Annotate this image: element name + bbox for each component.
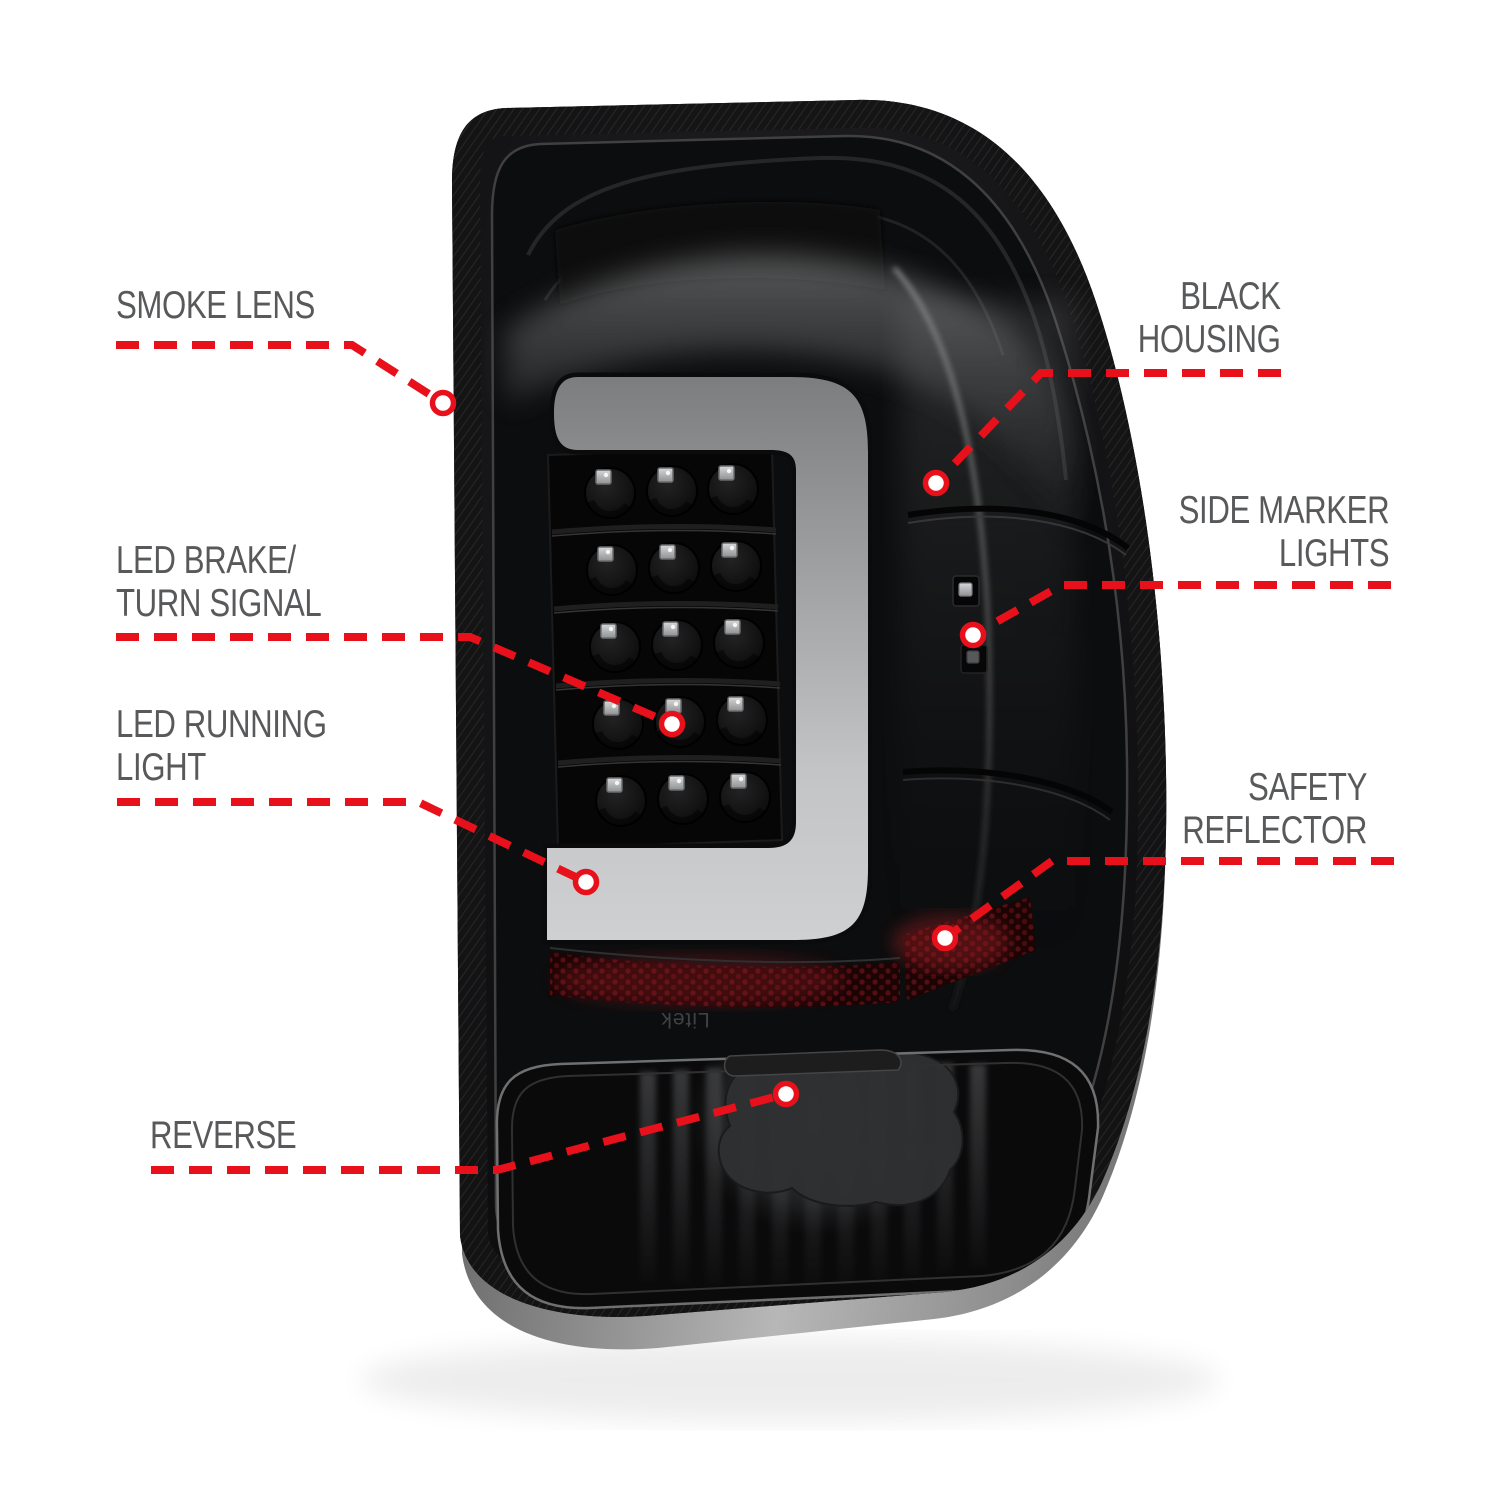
callout-black-housing: BLACK HOUSING bbox=[1138, 275, 1281, 361]
ground-shadow bbox=[360, 1338, 1220, 1422]
led-unit bbox=[649, 543, 699, 593]
tail-light: Litek bbox=[452, 99, 1167, 1350]
safety-reflector-leader bbox=[942, 857, 1394, 942]
callout-led-brake-turn-signal: LED BRAKE/ TURN SIGNAL bbox=[116, 539, 322, 625]
callout-side-marker-lights: SIDE MARKER LIGHTS bbox=[1178, 489, 1389, 575]
led-brake-turn-signal-leader bbox=[116, 633, 674, 728]
reverse-outline-outer bbox=[495, 1048, 1100, 1310]
housing-seam-upper-highlight bbox=[907, 515, 1127, 556]
led-unit bbox=[717, 695, 767, 745]
side-marker-lights-marker-dot bbox=[959, 621, 987, 649]
led-brake-turn-signal-marker-dot bbox=[658, 710, 686, 738]
led-unit bbox=[590, 622, 640, 672]
callout-marker-dots bbox=[429, 389, 987, 1108]
reverse-leader bbox=[151, 1090, 788, 1174]
callout-leaders bbox=[116, 341, 1394, 1174]
reverse-marker-dot bbox=[772, 1080, 800, 1108]
housing-seam-upper bbox=[907, 505, 1130, 551]
callout-led-running-light: LED RUNNING LIGHT bbox=[116, 703, 327, 789]
smoke-lens-marker-dot bbox=[429, 389, 457, 417]
led-unit bbox=[720, 772, 770, 822]
side-marker-lights-leader bbox=[971, 581, 1391, 639]
led-unit bbox=[647, 466, 697, 516]
led-unit bbox=[711, 541, 761, 591]
callout-safety-reflector: SAFETY REFLECTOR bbox=[1182, 766, 1367, 852]
side-marker-led-modules bbox=[952, 575, 988, 674]
callout-reverse: REVERSE bbox=[150, 1114, 297, 1157]
led-unit bbox=[587, 545, 637, 595]
housing-seam-lower-highlight bbox=[902, 777, 1111, 821]
led-running-light-marker-dot bbox=[572, 868, 600, 896]
led-unit bbox=[708, 464, 758, 514]
reverse-light-compartment bbox=[495, 1048, 1100, 1310]
lens-marking-text: Litek bbox=[660, 1008, 709, 1031]
reverse-top-tab bbox=[723, 1049, 902, 1077]
black-housing-leader bbox=[933, 369, 1281, 486]
callout-smoke-lens: SMOKE LENS bbox=[116, 284, 315, 327]
housing-seam-lower bbox=[902, 767, 1114, 815]
safety-reflector-marker-dot bbox=[931, 924, 959, 952]
safety-reflector-strip bbox=[549, 897, 1036, 1008]
led-unit bbox=[658, 774, 708, 824]
smoke-lens-leader bbox=[116, 341, 446, 407]
led-unit bbox=[585, 468, 635, 518]
reverse-outline-inner bbox=[510, 1061, 1084, 1296]
led-brake-panel bbox=[546, 446, 784, 850]
black-housing-marker-dot bbox=[922, 469, 950, 497]
led-unit bbox=[714, 618, 764, 668]
led-unit bbox=[652, 620, 702, 670]
led-running-light-leader bbox=[117, 798, 588, 886]
led-unit bbox=[596, 776, 646, 826]
